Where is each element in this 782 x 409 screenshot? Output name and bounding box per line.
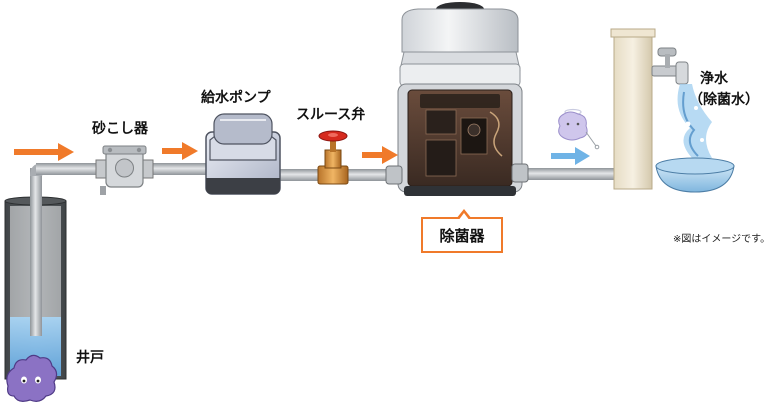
pipe-system bbox=[30, 163, 614, 336]
sterilizer-unit bbox=[385, 2, 529, 196]
label-sluice-valve: スルース弁 bbox=[296, 107, 366, 123]
sterilizer-callout: 除菌器 bbox=[421, 209, 503, 253]
germ-mascot-icon bbox=[6, 354, 58, 402]
faucet-post bbox=[610, 28, 689, 190]
flow-arrow-1 bbox=[14, 143, 74, 161]
water-stream bbox=[677, 84, 712, 158]
label-clean-water: 浄水 bbox=[700, 71, 728, 87]
clean-water-arrow bbox=[551, 147, 590, 165]
label-feed-pump: 給水ポンプ bbox=[201, 90, 271, 106]
flow-arrow-2 bbox=[162, 142, 198, 160]
wash-basin bbox=[655, 157, 735, 193]
flow-arrow-3 bbox=[362, 146, 398, 164]
label-clean-water-sub: （除菌水） bbox=[689, 92, 759, 108]
label-sterilizer: 除菌器 bbox=[439, 226, 485, 245]
label-sand-filter: 砂こし器 bbox=[92, 121, 148, 137]
angel-germ-icon bbox=[558, 108, 600, 150]
sand-filter bbox=[95, 145, 154, 195]
sluice-valve bbox=[317, 130, 349, 185]
image-note: ※図はイメージです。 bbox=[673, 234, 771, 245]
label-well: 井戸 bbox=[76, 350, 104, 366]
feed-pump bbox=[205, 113, 281, 195]
